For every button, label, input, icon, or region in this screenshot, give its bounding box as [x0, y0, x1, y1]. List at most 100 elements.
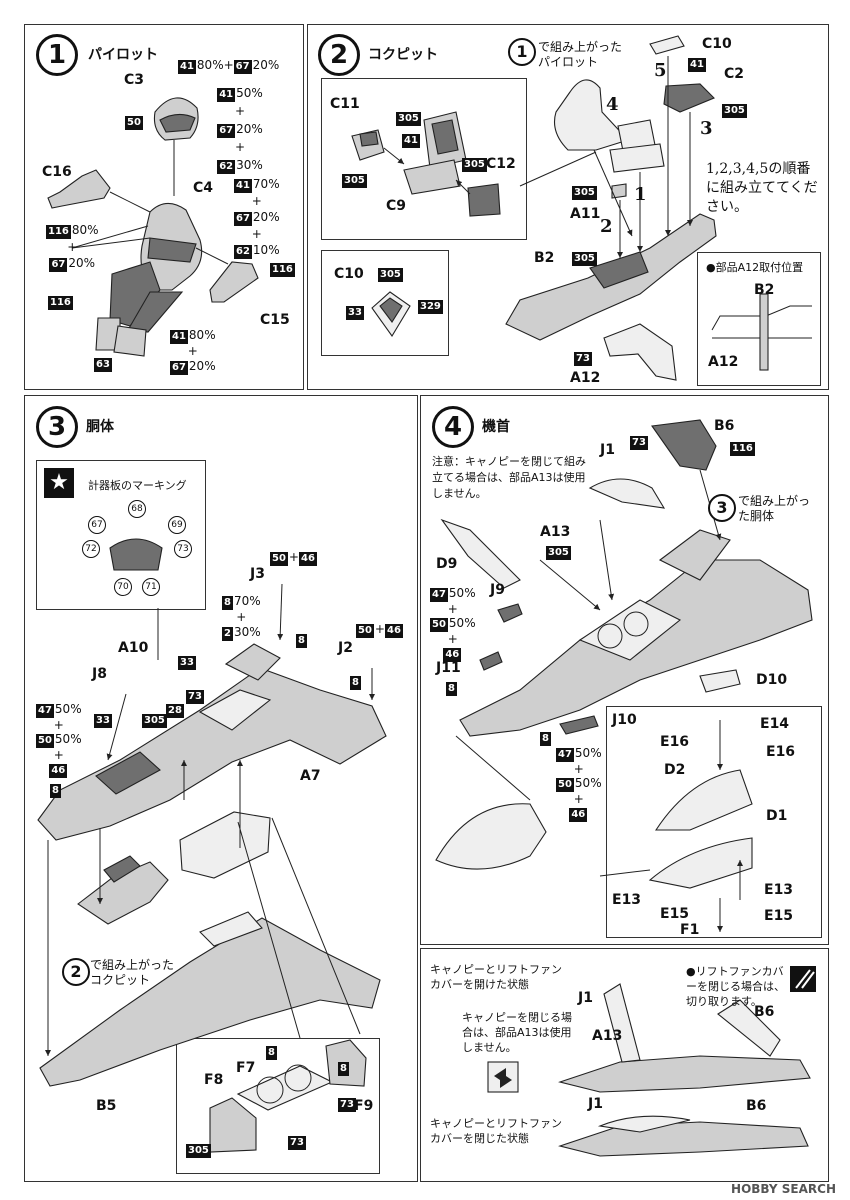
part-d10	[699, 669, 741, 693]
step4-title: 機首	[482, 419, 510, 435]
step4-number: 4	[432, 406, 474, 448]
nose-cone	[435, 803, 547, 870]
code-305: 305	[142, 714, 167, 728]
f7-code-73: 73	[288, 1136, 306, 1150]
code-33: 33	[94, 714, 112, 728]
label-f7: F7	[236, 1060, 256, 1076]
f8-code-305: 305	[186, 1144, 211, 1158]
step2-a12-position-box	[697, 252, 821, 386]
label-j11: J11	[436, 660, 461, 676]
step1-title: パイロット	[88, 47, 158, 63]
cockpit-ref-label: で組み上がったコクピット	[90, 958, 175, 987]
hobby-search-watermark: HOBBY SEARCH	[731, 1182, 836, 1196]
label-open-b6: B6	[754, 1004, 775, 1020]
f9-code-73: 73	[338, 1098, 356, 1112]
j3-color-mix: 50+46	[270, 550, 317, 566]
fuselage-lower-b5	[39, 911, 381, 1087]
a12-position-title: ●部品A12取付位置	[706, 261, 804, 274]
label-c15: C15	[260, 312, 290, 328]
seat-c12	[467, 183, 501, 217]
part-j11	[479, 651, 503, 671]
label-f9: F9	[354, 1098, 374, 1114]
label-e15-a: E15	[660, 906, 690, 922]
label-c16: C16	[42, 164, 72, 180]
label-a7: A7	[300, 768, 321, 784]
canopy-b6	[651, 419, 717, 471]
cockpit-frame-b2	[505, 213, 717, 341]
marking-73: 73	[174, 540, 192, 558]
label-closed-b6: B6	[746, 1098, 767, 1114]
arrow-switch-icon	[487, 1061, 519, 1093]
code-8-c: 8	[50, 784, 61, 798]
label-b2: B2	[534, 250, 555, 266]
label-open-a13: A13	[592, 1028, 623, 1044]
marking-72: 72	[82, 540, 100, 558]
label-open-j1: J1	[578, 990, 593, 1006]
c2-part	[663, 83, 715, 113]
canopy-j1	[588, 478, 666, 509]
b2-code: 305	[572, 252, 597, 266]
label-closed-j1: J1	[588, 1096, 603, 1112]
order-2: 2	[600, 216, 613, 237]
closed-canopy-art	[558, 1115, 809, 1157]
marking-panel-art	[109, 538, 163, 571]
code-8-a: 8	[296, 634, 307, 648]
label-d9: D9	[436, 556, 458, 572]
order-3: 3	[700, 118, 713, 139]
a12-position-a12: A12	[708, 354, 739, 370]
c12-code: 305	[462, 158, 487, 172]
f9-code-8: 8	[338, 1062, 349, 1076]
label-a10: A10	[118, 640, 149, 656]
step1-number: 1	[36, 34, 78, 76]
c2-code-41: 41	[688, 58, 706, 72]
c11-code: 305	[342, 174, 367, 188]
pilot-body-c4	[95, 202, 203, 357]
label-f1: F1	[680, 922, 700, 938]
label-c2: C2	[724, 66, 745, 82]
label-b6: B6	[714, 418, 735, 434]
order-4: 4	[606, 94, 619, 115]
cockpit-ref-number: 2	[62, 958, 90, 986]
seat-c11	[351, 129, 385, 161]
fan-assembly-mid	[179, 811, 271, 879]
nose-lower-d1	[648, 837, 753, 889]
part-f8	[209, 1097, 257, 1153]
pilot-arm-c16	[47, 169, 111, 209]
label-c12: C12	[486, 156, 516, 172]
label-c9: C9	[386, 198, 407, 214]
fuselage-upper-a7	[37, 643, 387, 841]
label-a12: A12	[570, 370, 601, 386]
label-j9: J9	[490, 582, 505, 598]
order-note: 1,2,3,4,5の順番に組み立ててください。	[706, 161, 818, 215]
label-d1: D1	[766, 808, 788, 824]
label-a13: A13	[540, 524, 571, 540]
c10-detail-code-329: 329	[418, 300, 443, 314]
label-j10: J10	[612, 712, 637, 728]
f7-code-8: 8	[266, 1046, 277, 1060]
a11-part	[611, 183, 627, 199]
marking-68: 68	[128, 500, 146, 518]
pilot-helmet-c3	[153, 97, 199, 141]
pilot-arm-c15	[209, 261, 259, 303]
cut-icon	[790, 966, 816, 992]
closing-note: キャノピーを閉じる場合は、部品A13は使用しません。	[462, 1011, 572, 1054]
label-e14: E14	[760, 716, 790, 732]
seat-assembly	[609, 119, 665, 173]
code-8-b: 8	[350, 676, 361, 690]
body-ref-label: で組み上がった胴体	[738, 494, 811, 523]
canopy-c10	[649, 35, 685, 55]
code-28: 28	[166, 704, 184, 718]
c15-code: 116	[270, 263, 295, 277]
a11-code: 305	[572, 186, 597, 200]
step4-nose-subbox	[606, 706, 822, 938]
label-j2: J2	[338, 640, 353, 656]
marking-70: 70	[114, 578, 132, 596]
label-j1: J1	[600, 442, 615, 458]
